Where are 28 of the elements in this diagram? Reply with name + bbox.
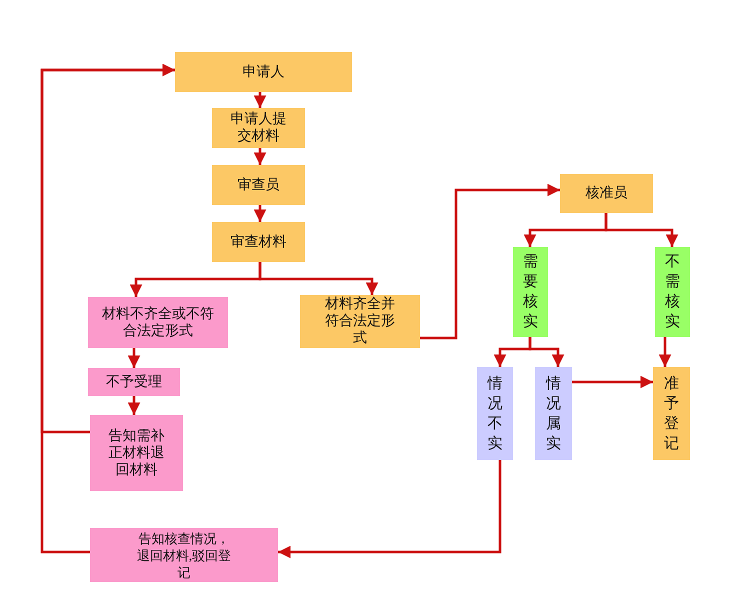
arrow [254, 92, 266, 108]
process-box: 审查材料 [212, 222, 305, 262]
arrow [528, 337, 564, 367]
arrow [254, 148, 266, 165]
process-box: 告知核查情况，退回材料,驳回登记 [90, 528, 278, 582]
process-box: 情况不实 [477, 367, 513, 460]
process-box: 审查员 [212, 165, 305, 205]
process-box: 需要核实 [513, 247, 548, 337]
process-box: 核准员 [560, 174, 653, 213]
process-box: 不予受理 [88, 368, 180, 396]
arrow [258, 262, 378, 295]
process-box: 不需核实 [655, 247, 690, 337]
process-box: 告知需补正材料退回材料 [90, 415, 183, 491]
arrow [572, 376, 653, 388]
arrow [40, 64, 175, 554]
applicant-box: 申请人 [175, 52, 352, 92]
arrow [128, 396, 140, 415]
arrow [254, 205, 266, 222]
process-box: 申请人提交材料 [212, 108, 305, 148]
arrow [658, 337, 672, 367]
process-box: 材料齐全并符合法定形式 [300, 295, 420, 348]
process-box: 情况属实 [535, 367, 572, 460]
arrow [128, 348, 140, 368]
process-box: 材料不齐全或不符合法定形式 [88, 297, 228, 348]
arrow [420, 184, 560, 340]
arrow [278, 460, 502, 558]
arrow [604, 213, 678, 247]
process-box: 准予登记 [653, 367, 690, 460]
